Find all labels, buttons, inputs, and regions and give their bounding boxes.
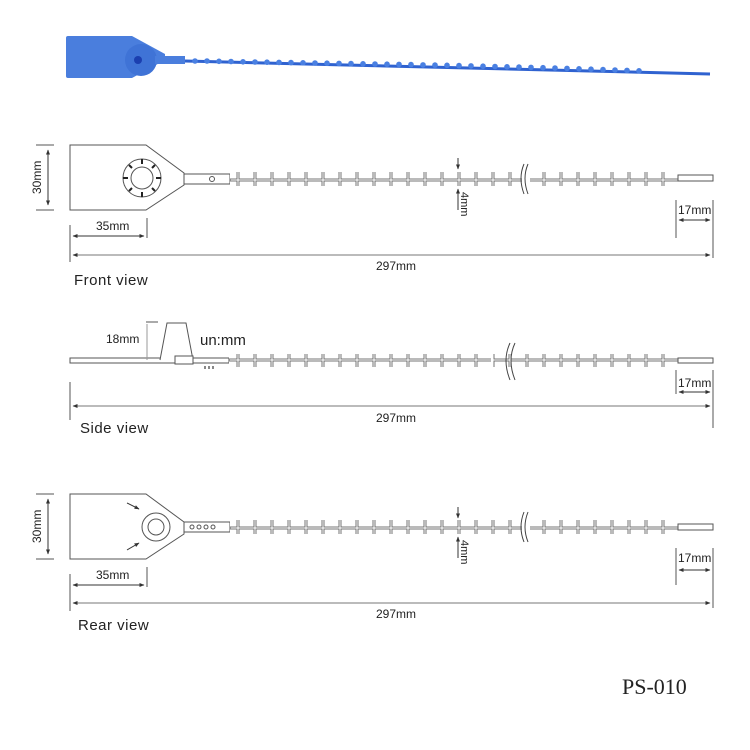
rear-view-label: Rear view	[78, 617, 150, 634]
front-strap-width-dim: 4mm	[458, 192, 470, 217]
model-number: PS-010	[622, 674, 687, 699]
front-total-length-dim: 297mm	[376, 259, 417, 273]
front-tail-length-dim: 17mm	[678, 203, 712, 217]
rear-tag-length-dim: 35mm	[96, 568, 130, 582]
side-total-length-dim: 297mm	[376, 411, 417, 425]
rear-tail-length-dim: 17mm	[678, 551, 712, 565]
rear-total-length-dim: 297mm	[376, 607, 417, 621]
front-tag-length-dim: 35mm	[96, 219, 130, 233]
side-lock-height-dim: 18mm	[106, 332, 140, 346]
front-height-dim: 30mm	[30, 160, 44, 194]
product-photo	[66, 36, 711, 78]
front-view	[36, 144, 714, 262]
rear-height-dim: 30mm	[30, 509, 44, 543]
side-view	[69, 321, 714, 428]
unit-note: un:mm	[200, 332, 246, 349]
rear-strap-width-dim: 4mm	[458, 540, 470, 565]
side-tail-length-dim: 17mm	[678, 376, 712, 390]
front-view-label: Front view	[74, 272, 149, 289]
rear-view	[36, 493, 714, 611]
side-view-label: Side view	[80, 420, 149, 437]
